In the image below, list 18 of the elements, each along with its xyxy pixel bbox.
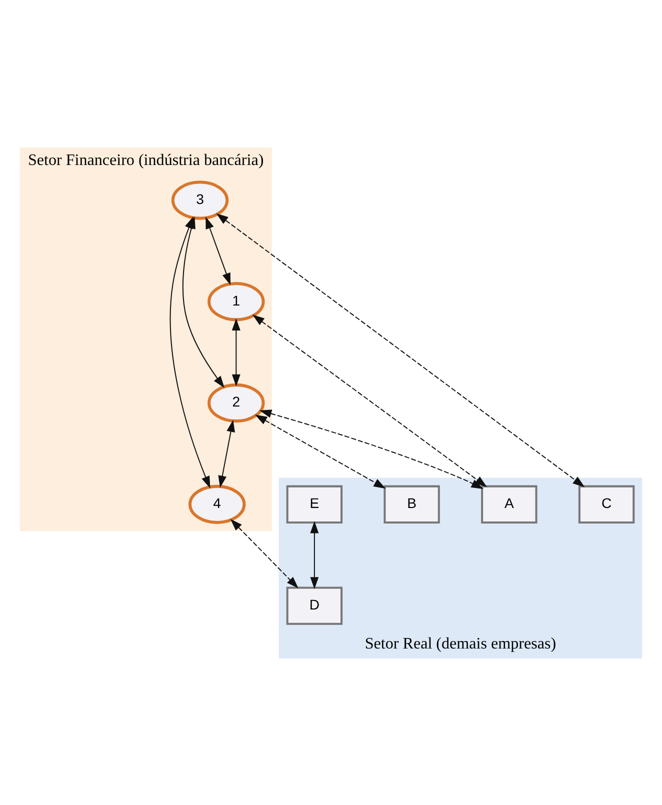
node-box: B: [384, 484, 440, 523]
node-ellipse: 2: [208, 382, 265, 422]
arrow: [218, 419, 235, 488]
arrow: [230, 518, 298, 588]
arrow: [310, 520, 319, 589]
node-ellipse: 4: [188, 484, 246, 524]
node-ellipse: 1: [208, 282, 265, 321]
node-box: E: [286, 484, 343, 523]
node-box: A: [481, 484, 538, 523]
arrow: [252, 314, 488, 487]
arrow: [254, 414, 386, 488]
node-ellipse: 3: [171, 180, 229, 220]
arrow: [206, 216, 230, 285]
arrow: [259, 409, 484, 488]
node-box: C: [578, 484, 635, 523]
arrow: [216, 212, 585, 487]
node-box: D: [286, 586, 343, 624]
arrow: [232, 318, 240, 386]
